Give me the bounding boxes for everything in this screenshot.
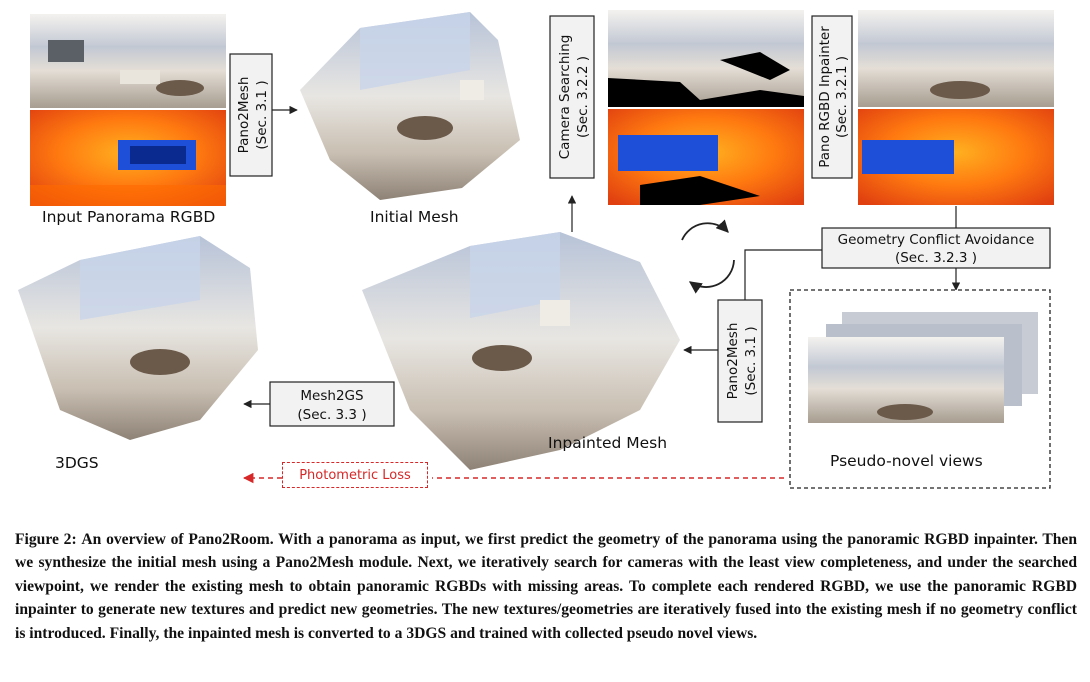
caption-lead: An overview of Pano2Room. bbox=[81, 531, 274, 548]
rendered-depth-missing bbox=[608, 109, 804, 205]
caption-figure-label: Figure 2: bbox=[15, 531, 77, 548]
svg-text:(Sec. 3.2.3 ): (Sec. 3.2.3 ) bbox=[895, 250, 977, 266]
inpainted-depth bbox=[858, 109, 1054, 205]
figure-graphics: Pano2Mesh (Sec. 3.1 ) Camera Searching (… bbox=[18, 10, 1054, 489]
inpainted-rgb bbox=[858, 10, 1054, 107]
threedgs-label: 3DGS bbox=[55, 454, 99, 472]
pano2mesh-mid-box: Pano2Mesh (Sec. 3.1 ) bbox=[717, 299, 763, 423]
pseudo-views-panel bbox=[789, 289, 1051, 489]
geometry-conflict-box: Geometry Conflict Avoidance (Sec. 3.2.3 … bbox=[821, 227, 1051, 269]
svg-text:(Sec. 3.3 ): (Sec. 3.3 ) bbox=[297, 407, 366, 423]
pseudo-views-label: Pseudo-novel views bbox=[830, 452, 983, 470]
pano2mesh-top-box: Pano2Mesh (Sec. 3.1 ) bbox=[229, 53, 273, 177]
svg-text:Pano2Mesh: Pano2Mesh bbox=[236, 77, 252, 154]
svg-text:Pano RGBD Inpainter: Pano RGBD Inpainter bbox=[817, 26, 833, 168]
inpainted-mesh-label: Inpainted Mesh bbox=[548, 434, 668, 452]
pano-rgbd-inpainter-box: Pano RGBD Inpainter (Sec. 3.2.1 ) bbox=[811, 15, 853, 179]
svg-text:(Sec. 3.2.1 ): (Sec. 3.2.1 ) bbox=[834, 56, 850, 138]
mesh2gs-box: Mesh2GS (Sec. 3.3 ) bbox=[269, 381, 395, 427]
camera-searching-box: Camera Searching (Sec. 3.2.2 ) bbox=[549, 15, 595, 179]
svg-text:Mesh2GS: Mesh2GS bbox=[300, 388, 363, 404]
overview-figure: Pano2Mesh (Sec. 3.1 ) Camera Searching (… bbox=[18, 10, 1054, 489]
svg-text:(Sec. 3.1 ): (Sec. 3.1 ) bbox=[743, 326, 759, 395]
initial-mesh-image bbox=[300, 12, 520, 200]
threedgs-image bbox=[18, 236, 258, 440]
figure-caption: Figure 2: An overview of Pano2Room. With… bbox=[15, 528, 1077, 645]
caption-body: With a panorama as input, we first predi… bbox=[15, 531, 1077, 642]
svg-text:Camera Searching: Camera Searching bbox=[557, 35, 573, 160]
input-panorama-label: Input Panorama RGBD bbox=[42, 208, 216, 226]
input-panorama-rgb bbox=[30, 14, 226, 108]
iteration-cycle-icon bbox=[681, 219, 735, 294]
svg-text:Geometry Conflict Avoidance: Geometry Conflict Avoidance bbox=[838, 232, 1035, 248]
svg-text:Pano2Mesh: Pano2Mesh bbox=[725, 323, 741, 400]
rendered-rgb-missing bbox=[608, 10, 804, 107]
photometric-loss-box: Photometric Loss bbox=[282, 462, 428, 488]
input-panorama-depth bbox=[30, 110, 226, 206]
initial-mesh-label: Initial Mesh bbox=[370, 208, 459, 226]
svg-text:(Sec. 3.1 ): (Sec. 3.1 ) bbox=[254, 80, 270, 149]
inpainted-mesh-image bbox=[362, 232, 680, 470]
svg-text:(Sec. 3.2.2 ): (Sec. 3.2.2 ) bbox=[575, 56, 591, 138]
